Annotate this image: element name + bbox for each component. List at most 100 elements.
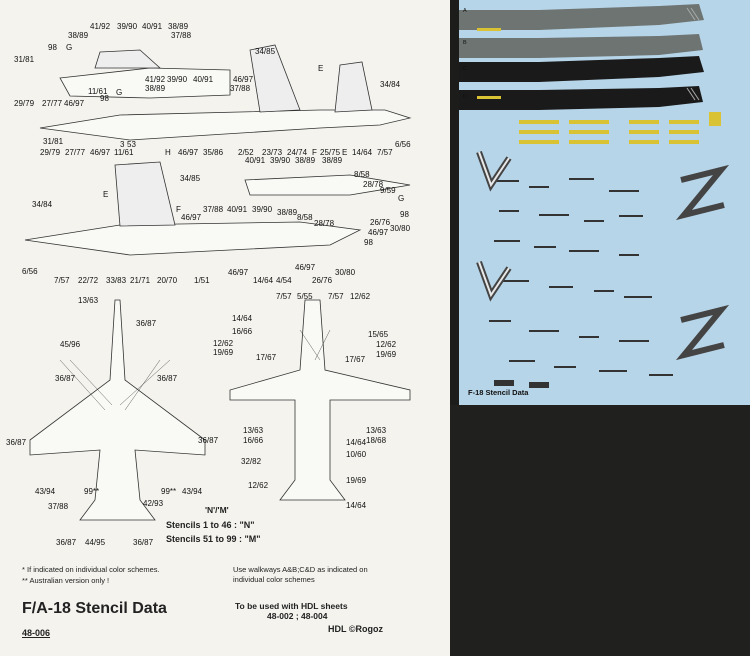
callout: 34/85 (255, 47, 276, 56)
callout: 19/69 (213, 348, 234, 357)
instruction-sheet: 41/92 39/90 40/91 38/89 37/88 38/89 98 G… (0, 0, 450, 656)
callout: F (176, 205, 181, 214)
callout: 39/90 (252, 205, 273, 214)
callout: 14/64 (346, 438, 367, 447)
callout: 28/78 (314, 219, 335, 228)
callout: 37/88 (203, 205, 224, 214)
callout: 26/76 (370, 218, 391, 227)
callout: 99** (84, 487, 100, 496)
callout: 46/97 (90, 148, 111, 157)
callout: 7/57 (276, 292, 292, 301)
callout: 39/90 (117, 22, 138, 31)
callout: 38/89 (322, 156, 343, 165)
callout: 8/58 (354, 170, 370, 179)
callout: 43/94 (35, 487, 56, 496)
callout: 19/69 (346, 476, 367, 485)
callout: 16/66 (232, 327, 253, 336)
callout: G (116, 88, 123, 97)
callout: 13/63 (243, 426, 264, 435)
aircraft-top-view (29, 299, 206, 521)
callout: 2/52 (238, 148, 254, 157)
callout: 12/62 (248, 481, 269, 490)
callout: 28/78 (363, 180, 384, 189)
callout: 27/77 (65, 148, 86, 157)
callout: 7/57 (377, 148, 393, 157)
aircraft-side-main (39, 109, 412, 141)
callout: 29/79 (14, 99, 35, 108)
callout: 42/93 (143, 499, 164, 508)
callout: 13/63 (366, 426, 387, 435)
callout: 4/54 (276, 276, 292, 285)
callout: 30/80 (390, 224, 411, 233)
note-double-star: ** Australian version only ! (22, 576, 110, 585)
callout: 25/75 (320, 148, 341, 157)
aircraft-side-lower (24, 221, 362, 256)
variant-legend-line: Stencils 1 to 46 : "N" (166, 520, 255, 530)
callout: 23/73 (262, 148, 283, 157)
callout: 98 (48, 43, 57, 52)
callout: 46/97 (295, 263, 316, 272)
callout: 6/56 (395, 140, 411, 149)
callout: 32/82 (241, 457, 262, 466)
decal-sheet: A B C D (459, 0, 750, 405)
aircraft-bottom-view (229, 299, 411, 501)
callout: 34/84 (380, 80, 401, 89)
callout: 46/97 (181, 213, 202, 222)
walkway-strip-a (459, 4, 704, 30)
aircraft-drawings (24, 44, 412, 521)
callout: 12/62 (376, 340, 397, 349)
callout: F (312, 148, 317, 157)
callout: 10/60 (346, 450, 367, 459)
callout: 31/81 (43, 137, 64, 146)
callout: 20/70 (157, 276, 178, 285)
callout: E (342, 148, 348, 157)
callout: 36/87 (157, 374, 178, 383)
callout: 36/87 (133, 538, 154, 547)
callout: 26/76 (312, 276, 333, 285)
sheet-code: 48-006 (22, 628, 51, 638)
callout: 8/58 (297, 213, 313, 222)
walkway-letter: D (463, 94, 467, 100)
callout: 1/51 (194, 276, 210, 285)
callout: 15/65 (368, 330, 389, 339)
callout: 38/89 (68, 31, 89, 40)
callout: 36/87 (55, 374, 76, 383)
callout: 16/66 (243, 436, 264, 445)
callout: 30/80 (335, 268, 356, 277)
variant-legend-title: 'N'/'M' (205, 505, 229, 515)
callout: 29/79 (40, 148, 61, 157)
callout: 35/86 (203, 148, 224, 157)
callout: 14/64 (346, 501, 367, 510)
decal-artwork (459, 4, 730, 388)
callout: 6/56 (22, 267, 38, 276)
variant-legend: Stencils 1 to 46 : "N" Stencils 51 to 99… (166, 518, 279, 550)
callout: 98 (400, 210, 409, 219)
decal-title: F-18 Stencil Data (468, 388, 529, 397)
callout: 38/89 (168, 22, 189, 31)
walkway-letter: B (463, 40, 467, 46)
callout: 7/57 (54, 276, 70, 285)
callout: G (66, 43, 73, 52)
callout: 14/64 (232, 314, 253, 323)
callout: 40/91 (142, 22, 163, 31)
sheet-title: F/A-18 Stencil Data (22, 600, 167, 617)
callout: 46/97 (233, 75, 254, 84)
callout: 12/62 (350, 292, 371, 301)
background-panel (450, 405, 750, 656)
callout: 40/91 (245, 156, 266, 165)
callout: 99** (161, 487, 177, 496)
callout: 53 (127, 140, 136, 149)
callout: 34/84 (32, 200, 53, 209)
callout: 43/94 (182, 487, 203, 496)
callout: E (318, 64, 324, 73)
callout: 5/55 (297, 292, 313, 301)
callout: 9/59 (380, 186, 396, 195)
callout: 3 (120, 140, 125, 149)
callout: 36/87 (136, 319, 157, 328)
callout: 44/95 (85, 538, 106, 547)
callout: 40/91 (193, 75, 214, 84)
variant-legend-line: Stencils 51 to 99 : "M" (166, 534, 261, 544)
callout: 34/85 (180, 174, 201, 183)
callout: 39/90 (270, 156, 291, 165)
callout: 37/88 (48, 502, 69, 511)
